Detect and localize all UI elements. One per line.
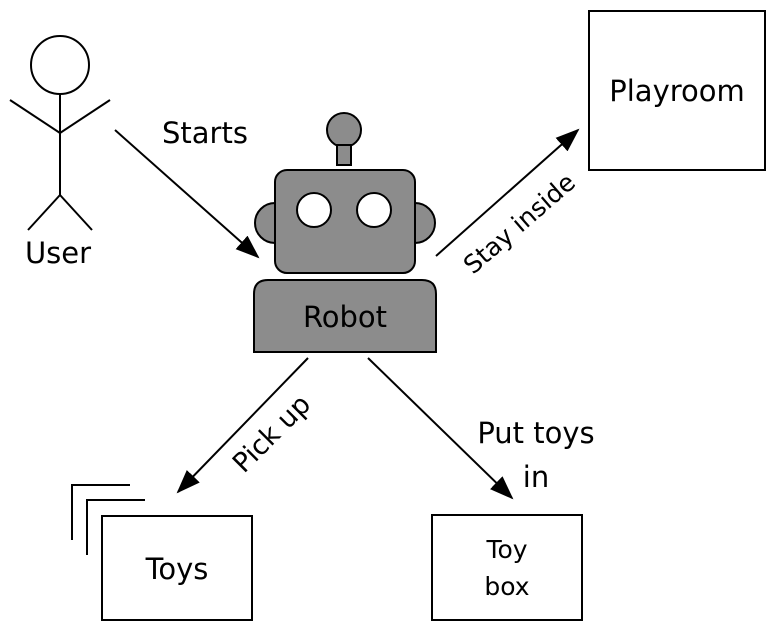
starts-edge-label: Starts [162,116,248,150]
put-toys-in-arrow [367,357,514,500]
put-toys-in-label-line2: in [523,460,549,494]
user-stick-figure [9,35,111,231]
toys-stack-back-edge [71,484,130,540]
put-toys-in-label-line1: Put toys [477,416,594,450]
user-label: User [25,236,91,270]
toy-box-box [431,514,583,621]
robot-icon [254,112,436,274]
toy-box-label-line1: Toy [485,535,527,564]
pick-up-edge-label: Pick up [227,389,317,479]
stay-inside-edge-label: Stay inside [458,167,581,279]
toys-label: Toys [145,552,209,586]
pick-up-arrow [176,357,309,494]
robot-label: Robot [303,300,387,334]
stay-inside-arrow [435,128,580,257]
toys-stack-middle-edge [86,499,145,555]
playroom-box [588,10,766,171]
playroom-label: Playroom [609,74,745,108]
starts-arrow [114,129,260,259]
toy-box-label-line2: box [484,572,529,601]
robot-body [253,279,437,353]
toys-node: Toys [71,484,253,621]
robot-node: Robot [253,279,437,353]
toys-box [101,515,253,621]
toy-box-node: Toy box [431,514,583,621]
playroom-node: Playroom [588,10,766,171]
